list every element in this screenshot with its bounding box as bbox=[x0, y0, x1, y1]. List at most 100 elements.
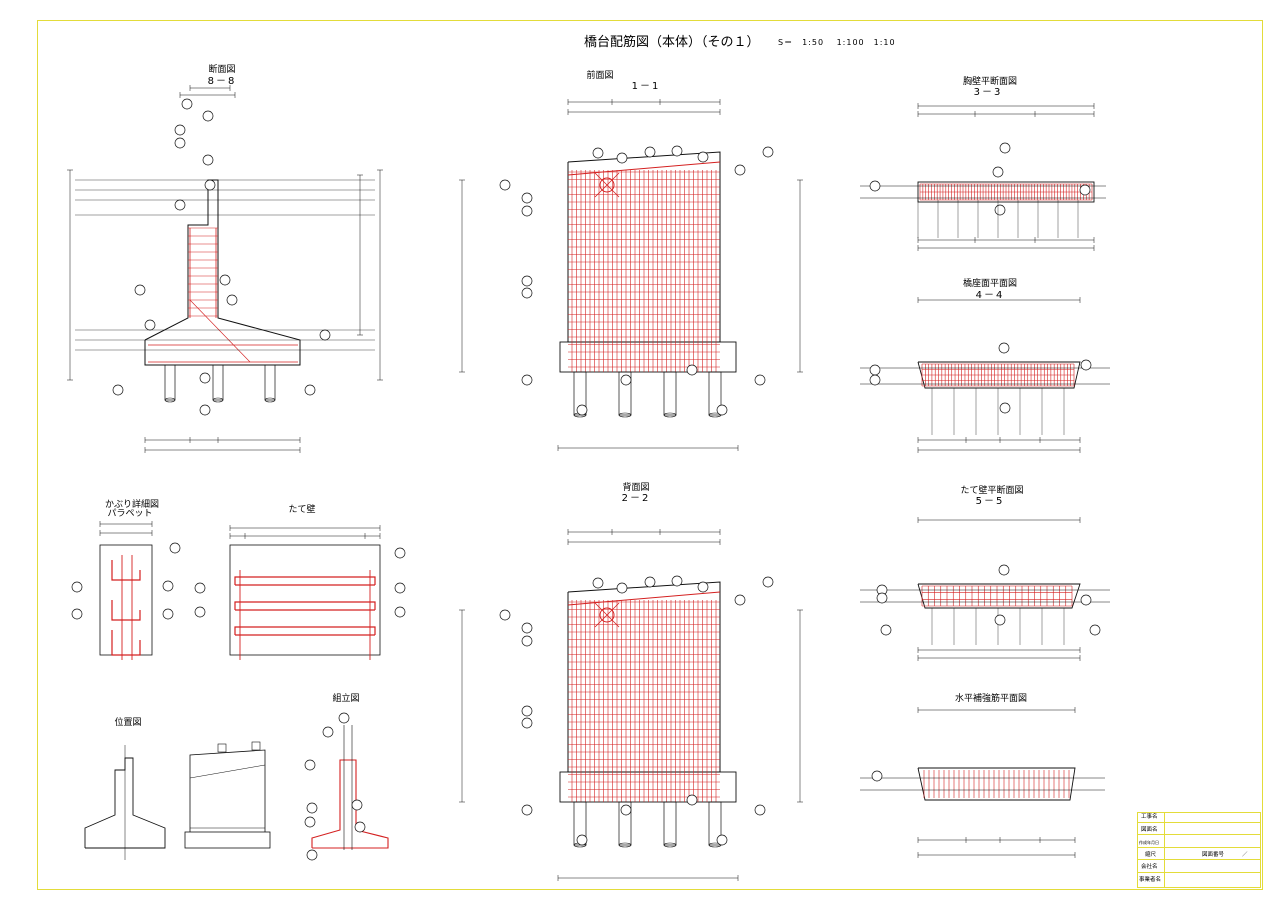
pile bbox=[573, 801, 587, 846]
anchor-rebar bbox=[594, 172, 620, 198]
rebar-marker bbox=[869, 180, 881, 192]
detail-outline bbox=[229, 544, 381, 656]
detail-outline bbox=[99, 544, 153, 656]
title-block-label: 図面番号 bbox=[1202, 851, 1225, 858]
rebar-marker bbox=[194, 606, 206, 618]
rebar-marker bbox=[576, 834, 588, 846]
rebar-marker bbox=[616, 582, 628, 594]
rebar-marker bbox=[202, 110, 214, 122]
bearing-block bbox=[217, 743, 227, 753]
rebar-marker bbox=[716, 834, 728, 846]
dashed-line bbox=[189, 764, 266, 779]
pile bbox=[708, 801, 722, 846]
drawing-border bbox=[37, 20, 1263, 890]
sheet-title: 橋台配筋図（本体）（その１） bbox=[584, 35, 760, 50]
rebar-marker bbox=[754, 804, 766, 816]
rebar-marker bbox=[112, 384, 124, 396]
rebar-marker bbox=[521, 287, 533, 299]
rebar-marker bbox=[199, 372, 211, 384]
rebar-marker bbox=[204, 179, 216, 191]
rebar-marker bbox=[499, 179, 511, 191]
rebar-marker bbox=[998, 564, 1010, 576]
rebar-marker bbox=[338, 712, 350, 724]
rebar-marker bbox=[521, 275, 533, 287]
cover-detail-view bbox=[71, 521, 181, 660]
rebar-marker bbox=[686, 794, 698, 806]
rebar-marker bbox=[304, 384, 316, 396]
title-block-row: 事業者名 bbox=[1138, 876, 1260, 886]
rebar-marker bbox=[394, 606, 406, 618]
rebar-marker bbox=[521, 717, 533, 729]
rebar-marker bbox=[306, 802, 318, 814]
rebar-marker bbox=[521, 205, 533, 217]
rebar-marker bbox=[71, 581, 83, 593]
back-view bbox=[459, 529, 803, 881]
assembly-view-title: 組立図 bbox=[332, 694, 360, 704]
cover-detail-subtitle: パラペット bbox=[107, 509, 153, 519]
rebar-marker bbox=[521, 622, 533, 634]
back-view-subtitle: 2－2 bbox=[621, 493, 651, 504]
assembly-rebar bbox=[311, 759, 389, 849]
footing-outline bbox=[559, 341, 737, 373]
pile-tip bbox=[663, 412, 677, 418]
rebar-marker bbox=[174, 199, 186, 211]
rebar-marker bbox=[697, 151, 709, 163]
seat-plan-title: 橋座面平面図 bbox=[962, 279, 1017, 289]
title-block-row: 作成年月日 bbox=[1138, 838, 1260, 848]
pile-tip bbox=[264, 397, 276, 403]
title-block-label: 会社名 bbox=[1141, 864, 1158, 871]
rebar-marker bbox=[202, 154, 214, 166]
title-block-value: ／ bbox=[1242, 851, 1248, 858]
rebar-marker bbox=[394, 547, 406, 559]
rebar-marker bbox=[226, 294, 238, 306]
anchor-marker bbox=[599, 177, 615, 193]
rebar-marker bbox=[322, 726, 334, 738]
title-block-label: 工事名 bbox=[1141, 814, 1158, 820]
title-block-row: 図面名 bbox=[1138, 826, 1260, 836]
rebar-marker bbox=[644, 576, 656, 588]
position-view bbox=[84, 741, 271, 860]
rebar-marker bbox=[880, 624, 892, 636]
rebar-marker bbox=[871, 770, 883, 782]
cover-detail-title: かぶり詳細図 bbox=[104, 500, 159, 510]
rebar-marker bbox=[162, 608, 174, 620]
rebar-marker bbox=[592, 147, 604, 159]
hook-rebar bbox=[111, 600, 141, 621]
pile bbox=[618, 801, 632, 846]
title-block-divider bbox=[1164, 813, 1165, 887]
rebar-marker bbox=[671, 575, 683, 587]
rebar-marker bbox=[998, 342, 1010, 354]
rebar-marker bbox=[734, 594, 746, 606]
rebar-marker bbox=[199, 404, 211, 416]
rebar-marker bbox=[1079, 184, 1091, 196]
parapet-outline bbox=[917, 181, 1095, 203]
rebar-marker bbox=[521, 635, 533, 647]
rebar-marker bbox=[134, 284, 146, 296]
pile bbox=[618, 371, 632, 416]
position-view-title: 位置図 bbox=[114, 718, 142, 728]
hook-rebar bbox=[234, 601, 376, 610]
seat-plan-subtitle: 4－4 bbox=[975, 290, 1005, 301]
title-block-label: 事業者名 bbox=[1139, 877, 1162, 883]
title-block-label: 作成年月日 bbox=[1139, 840, 1159, 846]
rebar-marker bbox=[671, 145, 683, 157]
rebar-marker bbox=[999, 142, 1011, 154]
hook-rebar bbox=[234, 576, 376, 585]
rebar-marker bbox=[869, 374, 881, 386]
hook-rebar bbox=[234, 626, 376, 635]
rebar-marker bbox=[994, 204, 1006, 216]
horizontal-plan-title: 水平補強筋平面図 bbox=[954, 694, 1027, 704]
rebar-marker bbox=[992, 166, 1004, 178]
title-block-row: 会社名 bbox=[1138, 863, 1260, 873]
section-8-subtitle: 8－8 bbox=[207, 76, 237, 87]
rebar-marker bbox=[576, 404, 588, 416]
rebar-marker bbox=[592, 577, 604, 589]
section-8-view bbox=[67, 85, 383, 453]
scale-note: S＝ 1:50 1:100 1:10 bbox=[778, 38, 896, 47]
front-view bbox=[459, 99, 803, 451]
pile-tip bbox=[663, 842, 677, 848]
title-block-row: 縮尺 図面番号 ／ bbox=[1138, 851, 1260, 861]
pile bbox=[708, 371, 722, 416]
seat-plan-view bbox=[860, 297, 1110, 453]
